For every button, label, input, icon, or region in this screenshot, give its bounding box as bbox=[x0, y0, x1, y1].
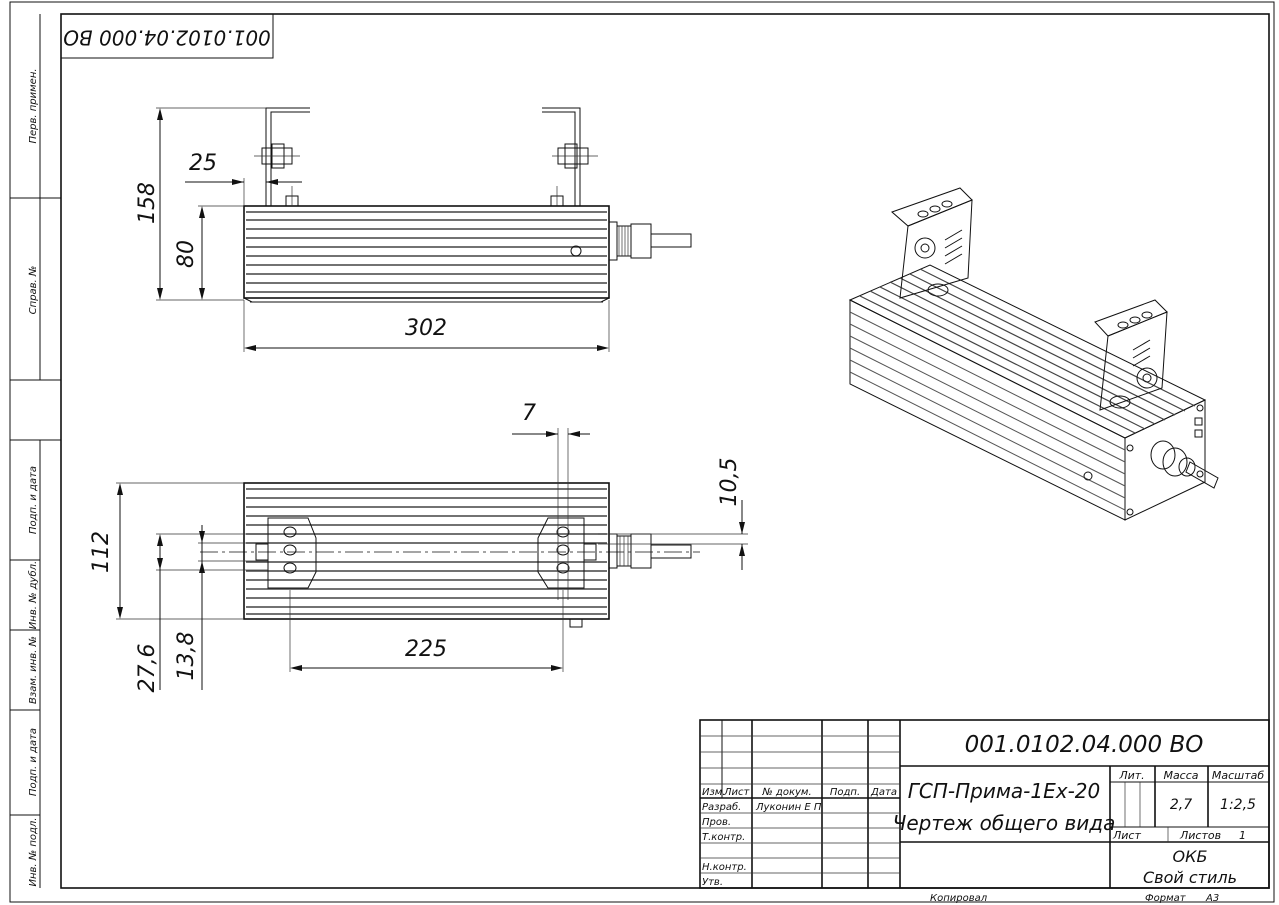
top-view: 112 27,6 13,8 7 10,5 225 bbox=[89, 401, 748, 692]
side-label-inv-podl: Инв. № подл. bbox=[28, 818, 39, 887]
tb-mass-label: Масса bbox=[1163, 769, 1198, 782]
tb-mass-value: 2,7 bbox=[1170, 797, 1192, 813]
dim-13-8: 13,8 bbox=[174, 632, 199, 681]
tb-role-tkontr: Т.контр. bbox=[702, 832, 745, 843]
dim-112: 112 bbox=[89, 531, 114, 573]
dim-10-5: 10,5 bbox=[717, 458, 742, 507]
dim-158: 158 bbox=[135, 182, 160, 224]
side-label-podp-1: Подп. и дата bbox=[28, 466, 39, 534]
tb-scale-value: 1:2,5 bbox=[1220, 797, 1256, 813]
tb-copied: Копировал bbox=[930, 893, 988, 904]
dim-302: 302 bbox=[405, 316, 447, 341]
org-name-1: ОКБ bbox=[1173, 847, 1208, 866]
tb-role-utv: Утв. bbox=[702, 877, 723, 888]
tb-format-label: Формат bbox=[1145, 893, 1187, 904]
tb-scale-label: Масштаб bbox=[1212, 769, 1264, 782]
tb-format-value: А3 bbox=[1205, 893, 1219, 904]
tb-sheets-label: Листов bbox=[1179, 829, 1221, 842]
side-label-podp-2: Подп. и дата bbox=[28, 728, 39, 796]
org-name-2: Свой стиль bbox=[1143, 868, 1237, 887]
front-fins bbox=[246, 211, 607, 293]
tb-lit-label: Лит. bbox=[1118, 769, 1144, 782]
outer-frame bbox=[9, 1, 1275, 903]
designation-title: 001.0102.04.000 ВО bbox=[965, 732, 1204, 758]
tb-name-razrab: Луконин Е П bbox=[755, 802, 822, 813]
title-block bbox=[699, 719, 1270, 889]
side-label-perv: Перв. примен. bbox=[28, 68, 39, 143]
front-view: 158 80 25 302 bbox=[135, 107, 692, 352]
inner-frame bbox=[60, 13, 1270, 889]
dim-80: 80 bbox=[174, 240, 199, 268]
tb-role-prov: Пров. bbox=[702, 817, 731, 828]
designation-rotated-text: 001.0102.04.000 ВО bbox=[63, 26, 271, 50]
tb-role-nkontr: Н.контр. bbox=[702, 862, 747, 873]
side-label-vzam: Взам. инв. № bbox=[28, 636, 39, 704]
dim-225: 225 bbox=[405, 637, 447, 662]
side-label-sprav: Справ. № bbox=[28, 266, 39, 315]
tb-sheet-label: Лист bbox=[1112, 829, 1141, 842]
dim-27-6: 27,6 bbox=[135, 644, 160, 693]
tb-col-podp: Подп. bbox=[830, 787, 860, 798]
designation-stamp-rotated: 001.0102.04.000 ВО bbox=[60, 13, 274, 59]
tb-col-date: Дата bbox=[870, 787, 897, 798]
isometric-view bbox=[848, 187, 1219, 521]
iso-side-fins bbox=[849, 311, 1126, 511]
drawing-type: Чертеж общего вида bbox=[893, 811, 1116, 835]
tb-sheets-value: 1 bbox=[1239, 829, 1246, 842]
product-name: ГСП-Прима-1Ex-20 bbox=[908, 779, 1101, 803]
dim-25: 25 bbox=[189, 151, 217, 176]
top-fins bbox=[246, 488, 607, 615]
tb-role-razrab: Разраб. bbox=[702, 801, 741, 813]
dim-7: 7 bbox=[522, 401, 536, 426]
tb-col-izm: Изм. bbox=[702, 787, 726, 798]
tb-col-doc: № докум. bbox=[761, 787, 811, 798]
side-stamp: Перв. примен. Справ. № Подп. и дата Инв.… bbox=[10, 14, 61, 888]
tb-col-list: Лист bbox=[723, 787, 751, 798]
side-label-inv-dubl: Инв. № дубл. bbox=[27, 561, 39, 629]
iso-top-fins bbox=[859, 268, 1196, 434]
